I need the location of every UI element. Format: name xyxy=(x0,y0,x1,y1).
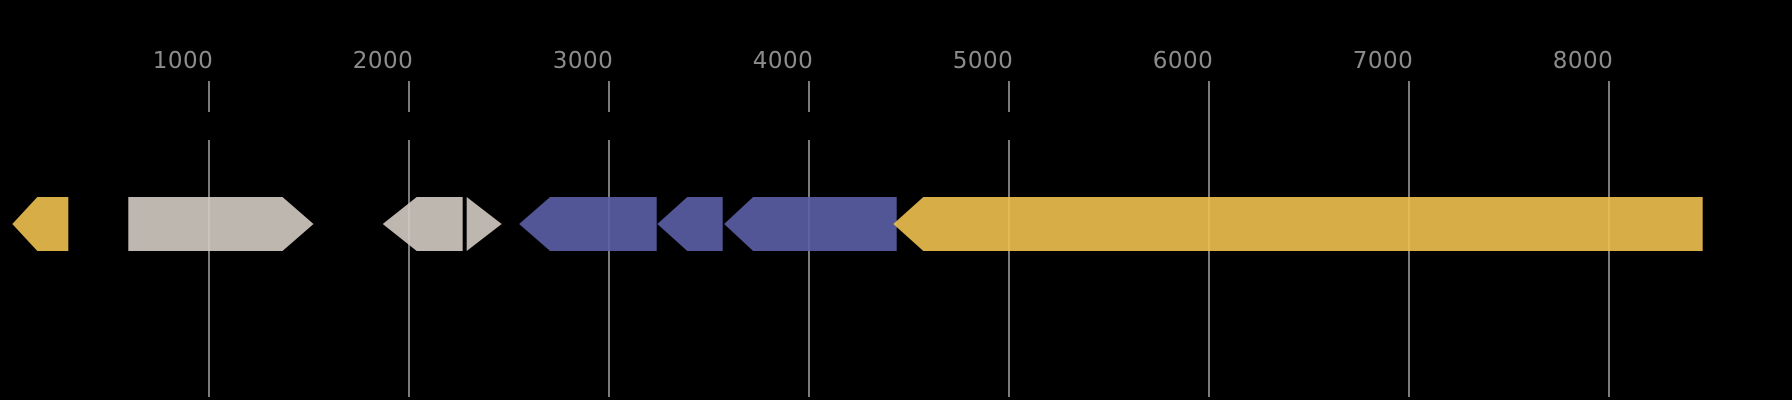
gene-arrow-feature-2 xyxy=(128,197,314,251)
gene-arrow-feature-5 xyxy=(519,197,657,251)
axis-tick-label-3000: 3000 xyxy=(552,48,614,74)
gene-arrow-feature-4 xyxy=(466,197,502,251)
gridline-4000 xyxy=(808,81,811,112)
gridline-3000 xyxy=(608,81,611,112)
gridline-3000 xyxy=(608,140,611,397)
axis-tick-label-7000: 7000 xyxy=(1352,48,1414,74)
gene-arrow-feature-7 xyxy=(724,197,897,251)
axis-tick-label-5000: 5000 xyxy=(952,48,1014,74)
gridline-5000 xyxy=(1008,81,1011,112)
gene-arrow-feature-1 xyxy=(12,197,69,251)
gridline-4000 xyxy=(808,140,811,397)
axis-tick-label-1000: 1000 xyxy=(152,48,214,74)
axis-tick-label-4000: 4000 xyxy=(752,48,814,74)
gridline-2000 xyxy=(408,140,411,397)
gridline-2000 xyxy=(408,81,411,112)
gridline-5000 xyxy=(1008,140,1011,397)
axis-tick-label-6000: 6000 xyxy=(1152,48,1214,74)
gridline-1000 xyxy=(208,81,211,112)
gene-arrow-feature-8 xyxy=(893,197,1703,251)
gene-arrow-feature-3 xyxy=(382,197,463,251)
gene-arrow-feature-6 xyxy=(657,197,723,251)
gridline-1000 xyxy=(208,140,211,397)
axis-tick-label-8000: 8000 xyxy=(1552,48,1614,74)
axis-tick-label-2000: 2000 xyxy=(352,48,414,74)
